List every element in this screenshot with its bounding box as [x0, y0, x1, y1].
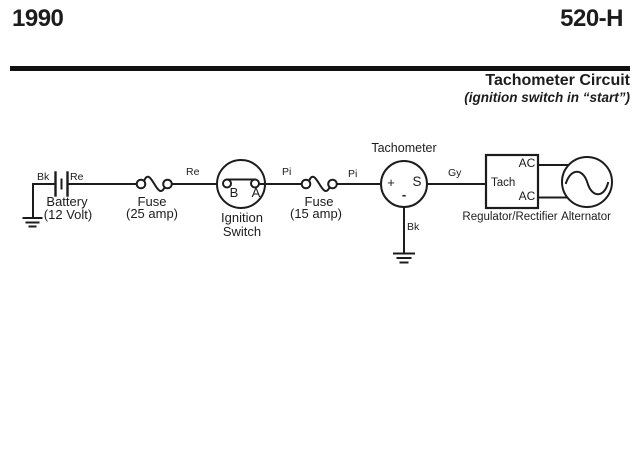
ignition-label-line1: Ignition	[221, 210, 263, 225]
regulator-ac-bottom: AC	[518, 189, 536, 203]
ignition-terminal-a: A	[251, 185, 261, 200]
wire-label-pi-fuse: Pi	[348, 168, 358, 180]
regulator-label: Regulator/Rectifier	[462, 211, 558, 223]
circuit-subtitle: (ignition switch in “start”)	[464, 90, 630, 105]
fuse-25-sublabel: (25 amp)	[125, 206, 179, 221]
tachometer-plus: +	[387, 175, 395, 190]
regulator-tach-terminal: Tach	[491, 177, 516, 189]
battery-sublabel: (12 Volt)	[43, 207, 93, 222]
fuse-25-label: Fuse	[137, 194, 167, 209]
ignition-switch-icon	[216, 159, 266, 209]
battery-label: Battery	[46, 194, 88, 209]
fuse-15-label: Fuse	[304, 194, 334, 209]
wire-label-gy-tach: Gy	[448, 167, 462, 179]
wire-label-re-fuse: Re	[186, 166, 200, 178]
page-year: 1990	[12, 5, 64, 32]
tachometer-minus: -	[401, 187, 407, 202]
header-rule	[10, 66, 630, 71]
wire-label-bk-ground: Bk	[407, 221, 420, 233]
wire-label-re-battery: Re	[70, 171, 84, 183]
ignition-label-line2: Switch	[222, 224, 262, 239]
ignition-terminal-b: B	[229, 185, 239, 200]
ground-icon	[22, 183, 43, 228]
fuse-15-icon	[300, 175, 338, 192]
battery-icon	[54, 171, 69, 197]
regulator-ac-top: AC	[518, 156, 536, 170]
sine-wave-icon	[564, 170, 610, 196]
tachometer-s: S	[412, 174, 422, 189]
alternator-icon	[561, 156, 613, 208]
fuse-15-sublabel: (15 amp)	[289, 206, 343, 221]
ground-icon	[393, 252, 415, 264]
page-model: 520-H	[560, 5, 623, 32]
fuse-25-icon	[135, 175, 173, 192]
alternator-label: Alternator	[561, 211, 611, 223]
circuit-title: Tachometer Circuit	[485, 72, 630, 89]
tachometer-title: Tachometer	[371, 141, 437, 155]
regulator-box	[484, 153, 540, 210]
wire-label-bk-battery: Bk	[37, 171, 50, 183]
wire-label-pi-ignition: Pi	[282, 166, 292, 178]
